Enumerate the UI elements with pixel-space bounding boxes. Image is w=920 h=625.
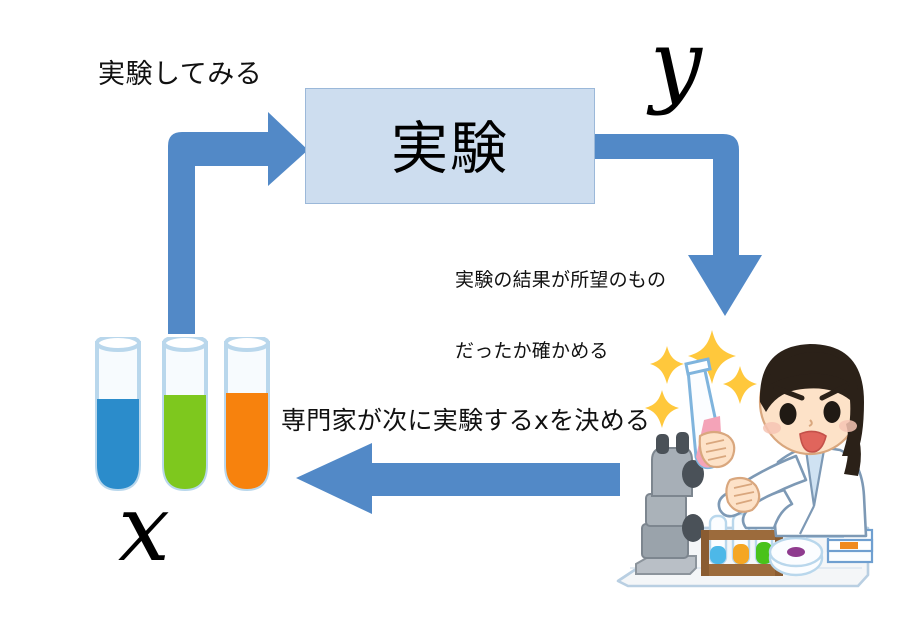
sparkle-icon <box>688 330 736 384</box>
label-output-variable-y: y <box>650 10 702 117</box>
test-tube-green <box>162 337 208 492</box>
label-input-variable-x: x <box>118 475 170 582</box>
test-tube-rack <box>701 509 783 576</box>
sparkle-icon <box>650 346 684 384</box>
scientist-hand-lower <box>725 476 761 513</box>
scientist-illustration <box>616 330 874 588</box>
arrow-up-right-to-box <box>168 112 308 334</box>
label-try-experiment: 実験してみる <box>98 59 263 90</box>
arrow-right-down-from-box <box>594 134 762 316</box>
label-expert-decides: 専門家が次に実験するxを決める <box>281 406 651 435</box>
test-tube-group <box>95 337 270 492</box>
sparkle-icon-group <box>645 330 757 428</box>
arrow-left-feedback <box>296 443 620 514</box>
label-verify-result-line2: だったか確かめる <box>455 339 609 362</box>
label-verify-result-line1: 実験の結果が所望のもの <box>455 268 667 291</box>
test-tube-orange <box>224 337 270 492</box>
experiment-box-label: 実験 <box>391 116 509 182</box>
experiment-process-box: 実験 <box>305 88 595 204</box>
label-verify-result: 実験の結果が所望のもの だったか確かめる <box>455 221 666 411</box>
microscope-icon <box>635 432 704 575</box>
sparkle-icon <box>645 390 679 428</box>
petri-dish-icon <box>768 536 824 577</box>
test-tube-blue <box>95 337 141 492</box>
scientist-hand-upper <box>698 430 736 469</box>
sparkle-icon <box>723 366 757 404</box>
scientist-head <box>758 344 864 476</box>
